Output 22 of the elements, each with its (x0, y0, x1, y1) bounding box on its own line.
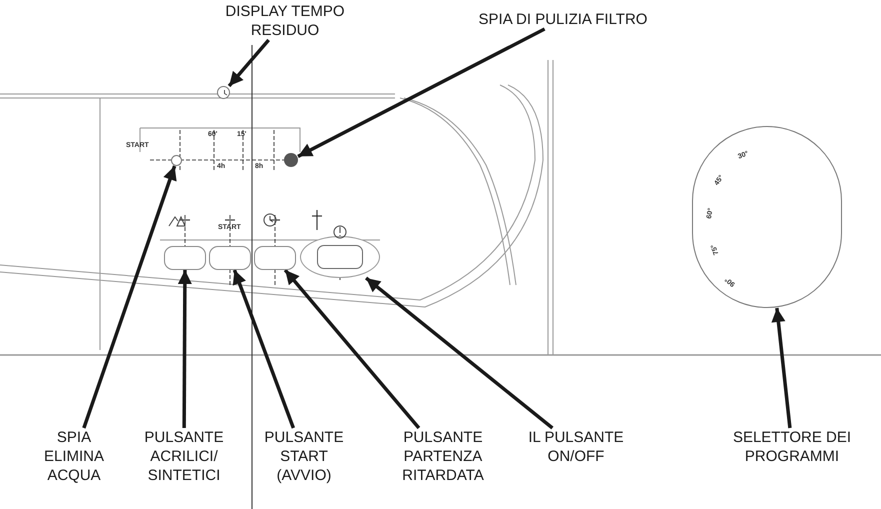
indicator-light (171, 155, 182, 166)
leader-arrow (284, 268, 420, 430)
leader-arrow (228, 38, 270, 88)
push-button (254, 246, 296, 270)
callout-text: PULSANTE PARTENZA RITARDATA (401, 428, 485, 485)
leader-arrow (297, 27, 546, 158)
callout-text: IL PULSANTE ON/OFF (527, 428, 625, 466)
callout-text: SPIA DI PULIZIA FILTRO (478, 10, 648, 29)
push-button (164, 246, 206, 270)
callout-text: SELETTORE DEI PROGRAMMI (732, 428, 852, 466)
callout-text: PULSANTE ACRILICI/ SINTETICI (143, 428, 225, 485)
callout-text: DISPLAY TEMPO RESIDUO (224, 2, 346, 40)
leader-arrow (364, 276, 554, 430)
leader-arrow (178, 270, 192, 428)
leader-arrow (771, 308, 792, 428)
clock-icon (217, 86, 230, 99)
leader-arrow (82, 165, 177, 429)
leader-arrow (232, 269, 296, 429)
push-button (209, 246, 251, 270)
callout-text: SPIA ELIMINA ACQUA (42, 428, 105, 485)
callout-text: PULSANTE START (AVVIO) (263, 428, 345, 485)
indicator-light (284, 153, 298, 167)
